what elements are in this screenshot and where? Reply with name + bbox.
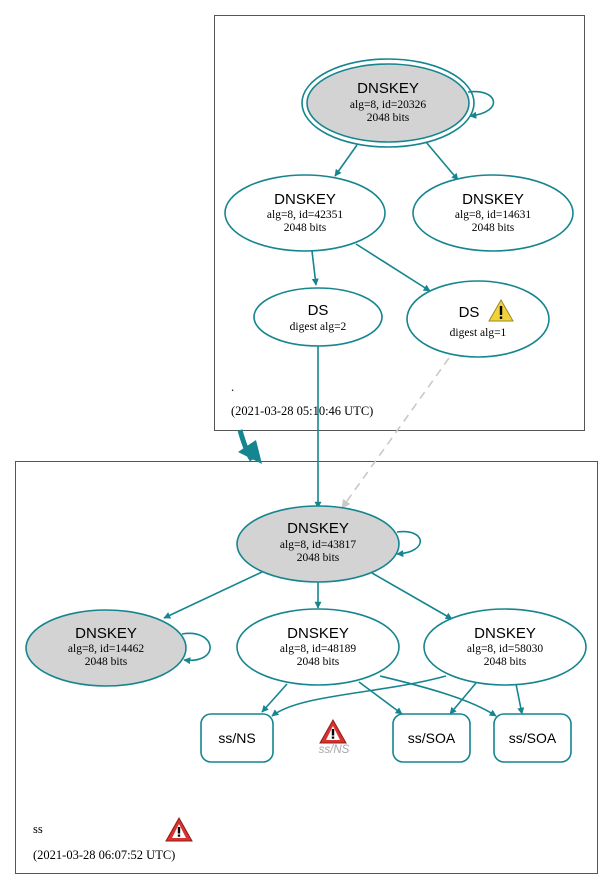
edge-self-43817 (396, 530, 422, 558)
rrset-label: ss/NS (218, 730, 255, 746)
ds-digest-alg: digest alg=2 (290, 321, 347, 333)
dnskey-node-14631[interactable]: DNSKEY alg=8, id=14631 2048 bits (412, 174, 574, 252)
root-zone-name: . (231, 380, 234, 394)
edge-43817-14462 (163, 571, 263, 619)
dnskey-node-14462[interactable]: DNSKEY alg=8, id=14462 2048 bits (25, 609, 187, 687)
dnskey-title: DNSKEY (287, 520, 349, 537)
dnskey-alg-id: alg=8, id=14631 (455, 209, 531, 221)
edge-self-14462 (181, 632, 211, 665)
dnskey-title: DNSKEY (274, 191, 336, 208)
rrset-label: ss/SOA (509, 730, 557, 746)
root-zone-timestamp: (2021-03-28 05:10:46 UTC) (231, 404, 373, 418)
ss-zone-name: ss (33, 822, 43, 836)
ds-node-digest-1[interactable]: DS digest alg=1 (406, 280, 550, 358)
edge-self-20326 (467, 90, 495, 119)
dnskey-alg-id: alg=8, id=14462 (68, 643, 144, 655)
dnskey-alg-id: alg=8, id=42351 (267, 209, 343, 221)
edge-43817-58030 (371, 572, 453, 620)
edge-48189-soa1 (358, 681, 403, 715)
dnskey-title: DNSKEY (287, 625, 349, 642)
rrset-soa-2[interactable]: ss/SOA (493, 713, 572, 763)
ds-title: DS (308, 302, 329, 319)
edge-42351-ds1 (355, 243, 431, 292)
dnskey-alg-id: alg=8, id=48189 (280, 643, 356, 655)
dnskey-node-20326[interactable]: DNSKEY alg=8, id=20326 2048 bits (301, 58, 475, 148)
edge-ds1-43817-dashed (341, 357, 450, 509)
dnskey-title: DNSKEY (357, 80, 419, 97)
dnskey-bits: 2048 bits (297, 656, 340, 668)
dnskey-bits: 2048 bits (367, 112, 410, 124)
delegation-arrow-head (238, 440, 262, 464)
dnskey-bits: 2048 bits (284, 222, 327, 234)
dnskey-bits: 2048 bits (484, 656, 527, 668)
dnskey-node-42351[interactable]: DNSKEY alg=8, id=42351 2048 bits (224, 174, 386, 252)
ds-node-digest-2[interactable]: DS digest alg=2 (253, 287, 383, 347)
edge-48189-soa2 (379, 675, 497, 717)
edge-48189-ns (261, 683, 288, 713)
edge-20326-42351 (334, 144, 358, 177)
dnskey-title: DNSKEY (474, 625, 536, 642)
dnskey-title: DNSKEY (75, 625, 137, 642)
edge-58030-ns (271, 675, 447, 717)
edge-58030-soa1 (449, 682, 477, 715)
warning-icon (488, 298, 514, 322)
error-icon (165, 816, 193, 842)
dnskey-alg-id: alg=8, id=20326 (350, 99, 426, 111)
dnskey-bits: 2048 bits (85, 656, 128, 668)
ds-digest-alg: digest alg=1 (450, 327, 507, 339)
dnskey-title: DNSKEY (462, 191, 524, 208)
dnskey-alg-id: alg=8, id=43817 (280, 539, 356, 551)
error-icon (319, 718, 347, 744)
edge-58030-soa2 (515, 683, 525, 715)
rrset-soa-1[interactable]: ss/SOA (392, 713, 471, 763)
edge-20326-14631 (425, 141, 459, 181)
dnskey-node-48189[interactable]: DNSKEY alg=8, id=48189 2048 bits (236, 608, 400, 686)
edge-42351-ds2 (311, 250, 319, 286)
rrset-label: ss/SOA (408, 730, 456, 746)
dnskey-alg-id: alg=8, id=58030 (467, 643, 543, 655)
ghost-rrset-ns[interactable]: ss/NS (319, 718, 350, 756)
dnskey-bits: 2048 bits (297, 552, 340, 564)
ss-zone-timestamp: (2021-03-28 06:07:52 UTC) (33, 848, 175, 862)
ds-title: DS (459, 304, 480, 321)
ghost-rrset-label: ss/NS (319, 744, 350, 756)
dnskey-node-43817[interactable]: DNSKEY alg=8, id=43817 2048 bits (236, 505, 400, 583)
dnskey-node-58030[interactable]: DNSKEY alg=8, id=58030 2048 bits (423, 608, 587, 686)
dnskey-bits: 2048 bits (472, 222, 515, 234)
rrset-ns[interactable]: ss/NS (200, 713, 274, 763)
